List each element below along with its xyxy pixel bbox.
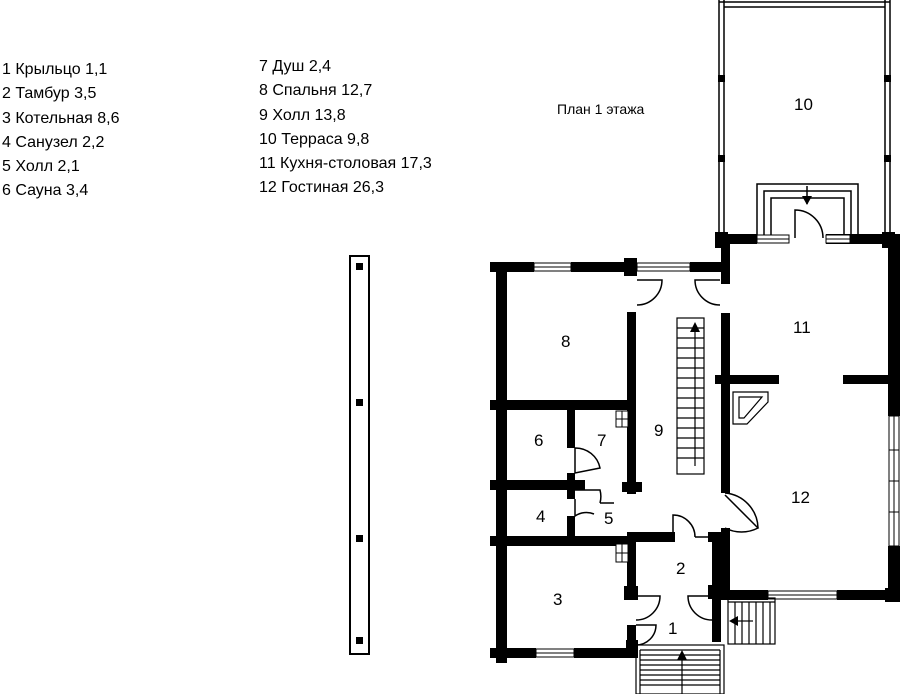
porch-steps bbox=[635, 644, 725, 694]
room-number-9: 9 bbox=[654, 421, 663, 440]
room-number-4: 4 bbox=[536, 507, 545, 526]
legend-item: 8 Спальня 12,7 bbox=[259, 82, 373, 100]
room-number-11: 11 bbox=[793, 318, 811, 337]
legend-item: 1 Крыльцо 1,1 bbox=[2, 61, 108, 78]
room-number-7: 7 bbox=[597, 431, 606, 450]
legend-item: 4 Санузел 2,2 bbox=[2, 133, 105, 151]
room-number-12: 12 bbox=[791, 488, 810, 507]
column-elevation bbox=[349, 255, 370, 655]
legend-item: 9 Холл 13,8 bbox=[259, 106, 346, 124]
legend-item: 10 Терраса 9,8 bbox=[259, 130, 370, 148]
room-number-3: 3 bbox=[553, 590, 562, 609]
doors bbox=[574, 209, 824, 646]
room-number-5: 5 bbox=[604, 509, 613, 528]
walls bbox=[490, 232, 900, 663]
legend-item: 3 Котельная 8,6 bbox=[2, 109, 120, 127]
legend-item: 7 Душ 2,4 bbox=[259, 58, 332, 75]
room-number-1: 1 bbox=[668, 619, 677, 638]
side-steps bbox=[727, 597, 776, 645]
room-number-2: 2 bbox=[676, 559, 685, 578]
windows bbox=[533, 234, 900, 658]
legend-left: 1 Крыльцо 1,1 2 Тамбур 3,5 3 Котельная 8… bbox=[2, 58, 119, 204]
stove bbox=[732, 391, 769, 425]
room-labels: 1 2 3 4 5 6 7 8 9 10 11 12 bbox=[534, 95, 813, 638]
legend-item: 12 Гостиная 26,3 bbox=[259, 179, 384, 197]
room-number-6: 6 bbox=[534, 431, 543, 450]
vents bbox=[615, 410, 629, 563]
legend-right: 7 Душ 2,4 8 Спальня 12,7 9 Холл 13,8 10 … bbox=[259, 55, 432, 201]
room-number-10: 10 bbox=[794, 95, 813, 114]
room-number-8: 8 bbox=[561, 332, 570, 351]
terrace bbox=[718, 0, 891, 240]
legend-item: 11 Кухня-столовая 17,3 bbox=[259, 155, 432, 173]
plan-title: План 1 этажа bbox=[557, 101, 645, 117]
staircase bbox=[676, 317, 705, 475]
legend-item: 2 Тамбур 3,5 bbox=[2, 85, 97, 103]
legend-item: 6 Сауна 3,4 bbox=[2, 182, 89, 200]
legend-item: 5 Холл 2,1 bbox=[2, 158, 80, 176]
